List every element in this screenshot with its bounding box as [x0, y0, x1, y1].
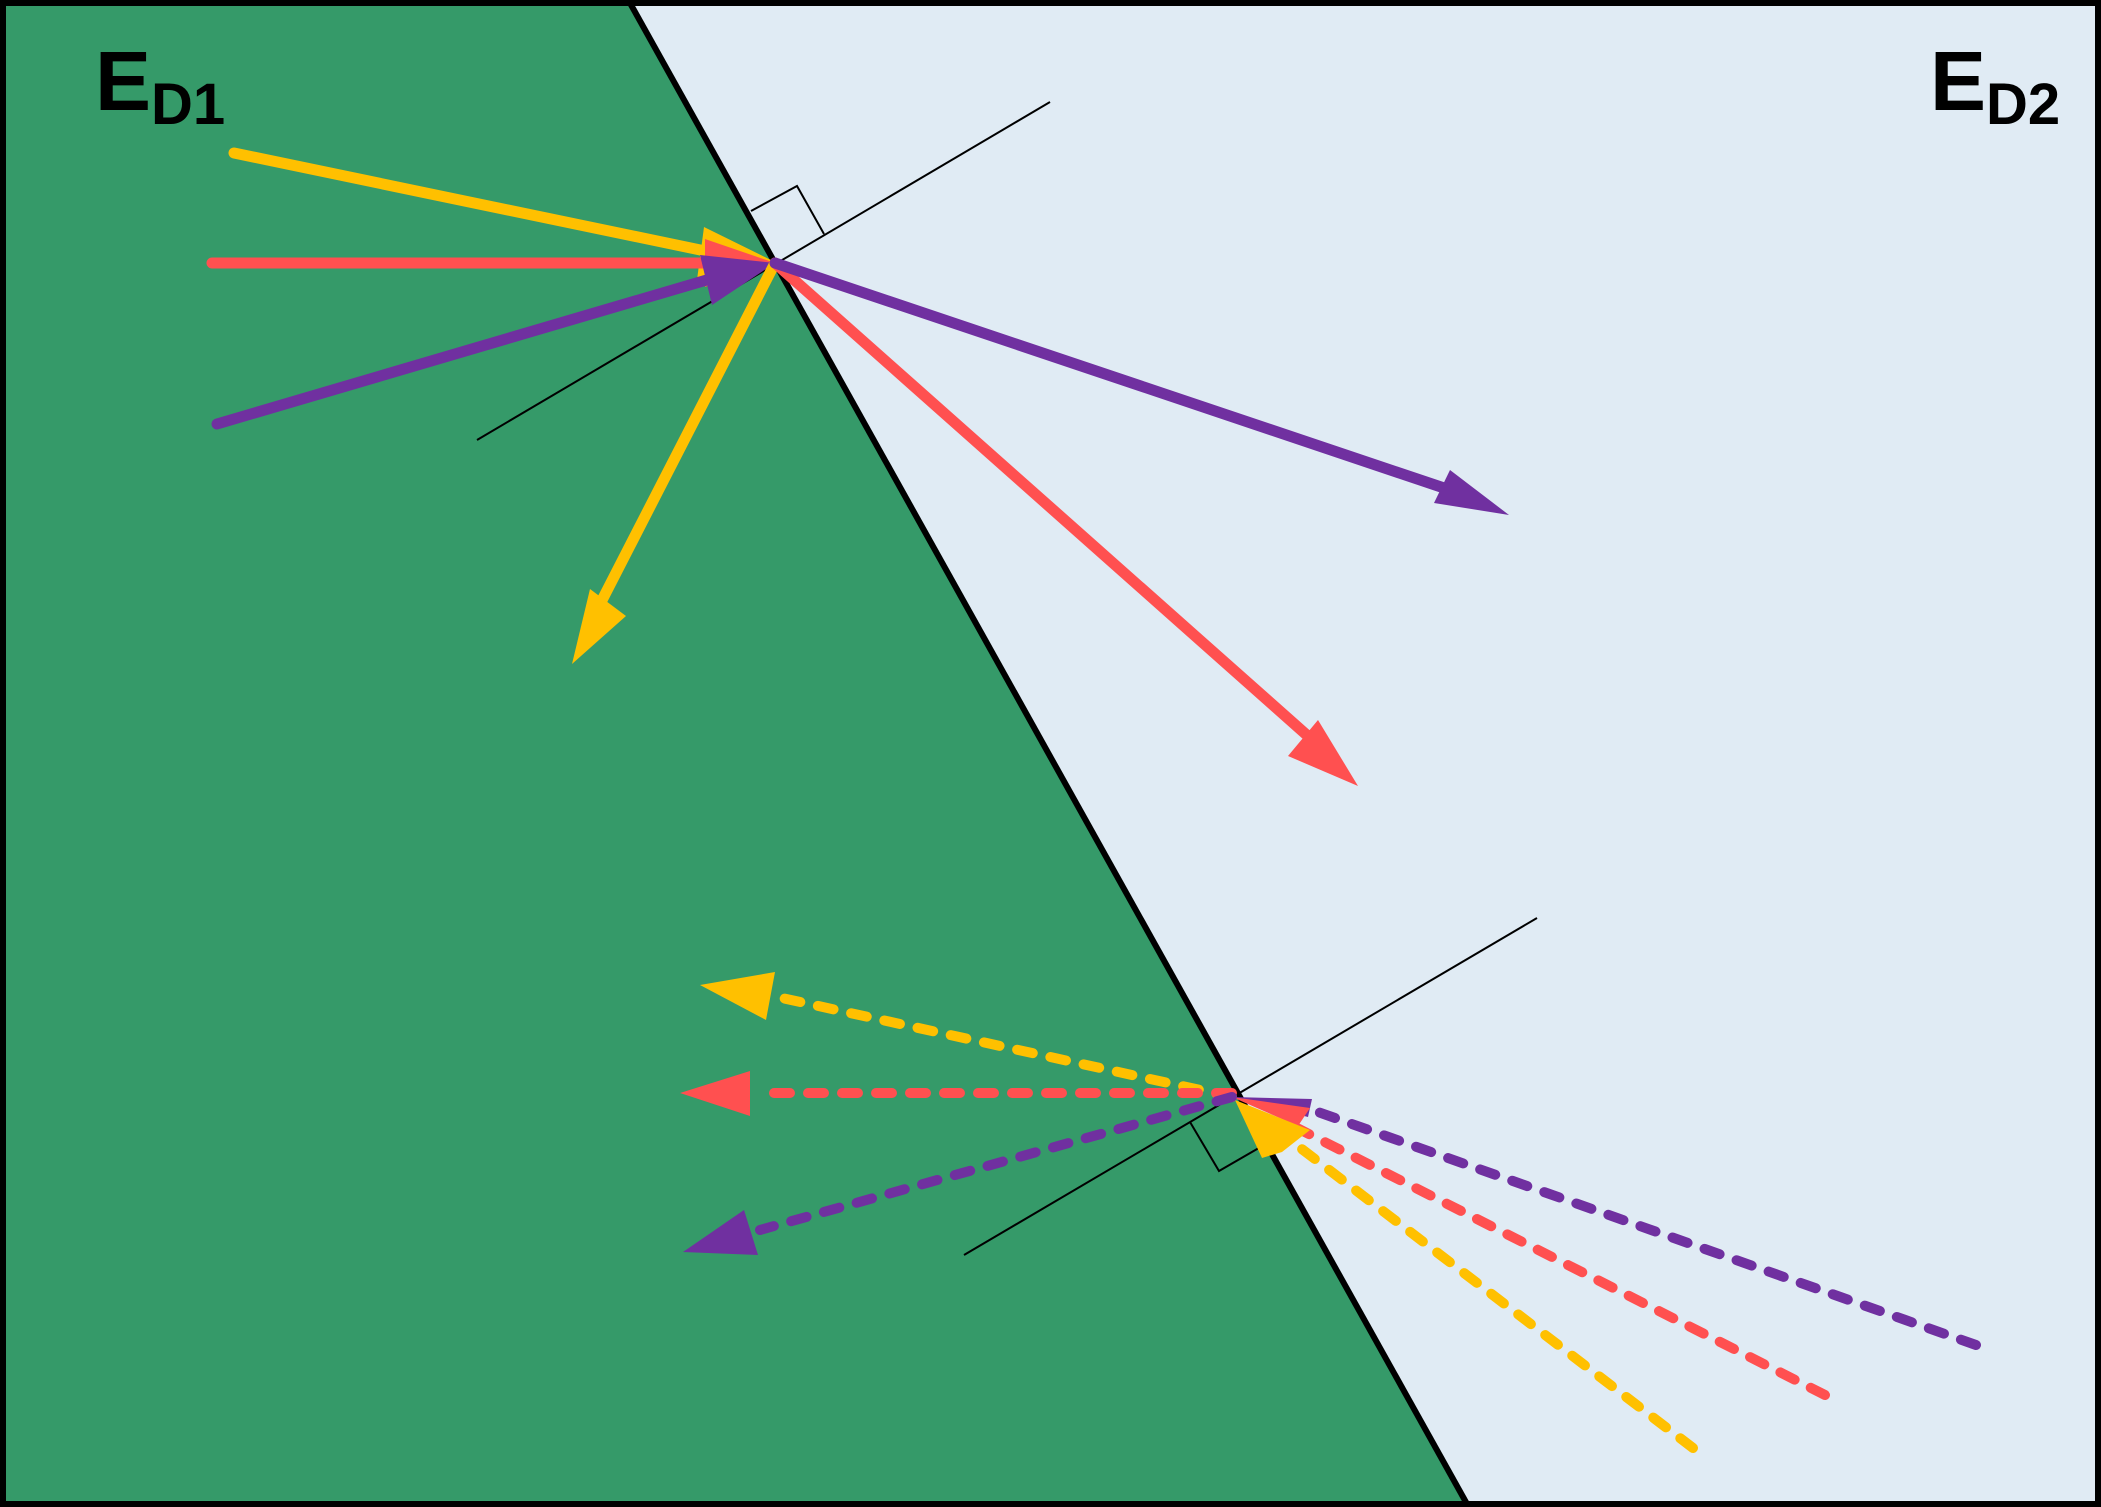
reverse-incident-yellow-arrowhead: [1235, 1100, 1310, 1158]
refracted-ray-purple-arrowhead: [1434, 470, 1509, 515]
incident-ray-purple: [211, 273, 716, 430]
interface-boundary: [627, 1, 1470, 1506]
normal-line-bottom: [963, 917, 1538, 1256]
reflected-ray-yellow-arrowhead: [572, 589, 626, 664]
reverse-refracted-yellow-arrowhead: [700, 972, 775, 1020]
refracted-ray-red-arrowhead: [1288, 720, 1358, 786]
reverse-refracted-purple-arrowhead: [683, 1210, 758, 1255]
reverse-refracted-red-arrowhead: [680, 1071, 750, 1116]
reflected-ray-yellow: [591, 257, 781, 616]
incident-ray-purple-arrowhead: [700, 255, 775, 305]
reverse-incident-red-arrowhead: [1232, 1097, 1310, 1126]
refracted-ray-purple: [769, 257, 1456, 496]
reverse-incident-ray-red: [1290, 1122, 1830, 1400]
incident-ray-yellow: [228, 147, 716, 258]
reverse-incident-ray-yellow: [1285, 1135, 1698, 1453]
reverse-refracted-ray-purple: [755, 1092, 1237, 1235]
reverse-refracted-ray-yellow: [777, 993, 1237, 1102]
reverse-incident-ray-purple: [1313, 1107, 1981, 1350]
right-medium-label-main: E: [1930, 34, 1986, 128]
right-angle-marker-top: [750, 184, 825, 235]
left-medium-label-sub: D1: [151, 72, 225, 137]
right-medium-label-sub: D2: [1986, 72, 2060, 137]
right-medium-label: ED2: [1930, 34, 2060, 137]
normal-line-top: [476, 101, 1051, 441]
right-angle-marker-bottom: [1189, 1121, 1265, 1173]
refracted-ray-red: [769, 257, 1324, 751]
left-medium-label: ED1: [95, 34, 225, 137]
left-medium-label-main: E: [95, 34, 151, 128]
